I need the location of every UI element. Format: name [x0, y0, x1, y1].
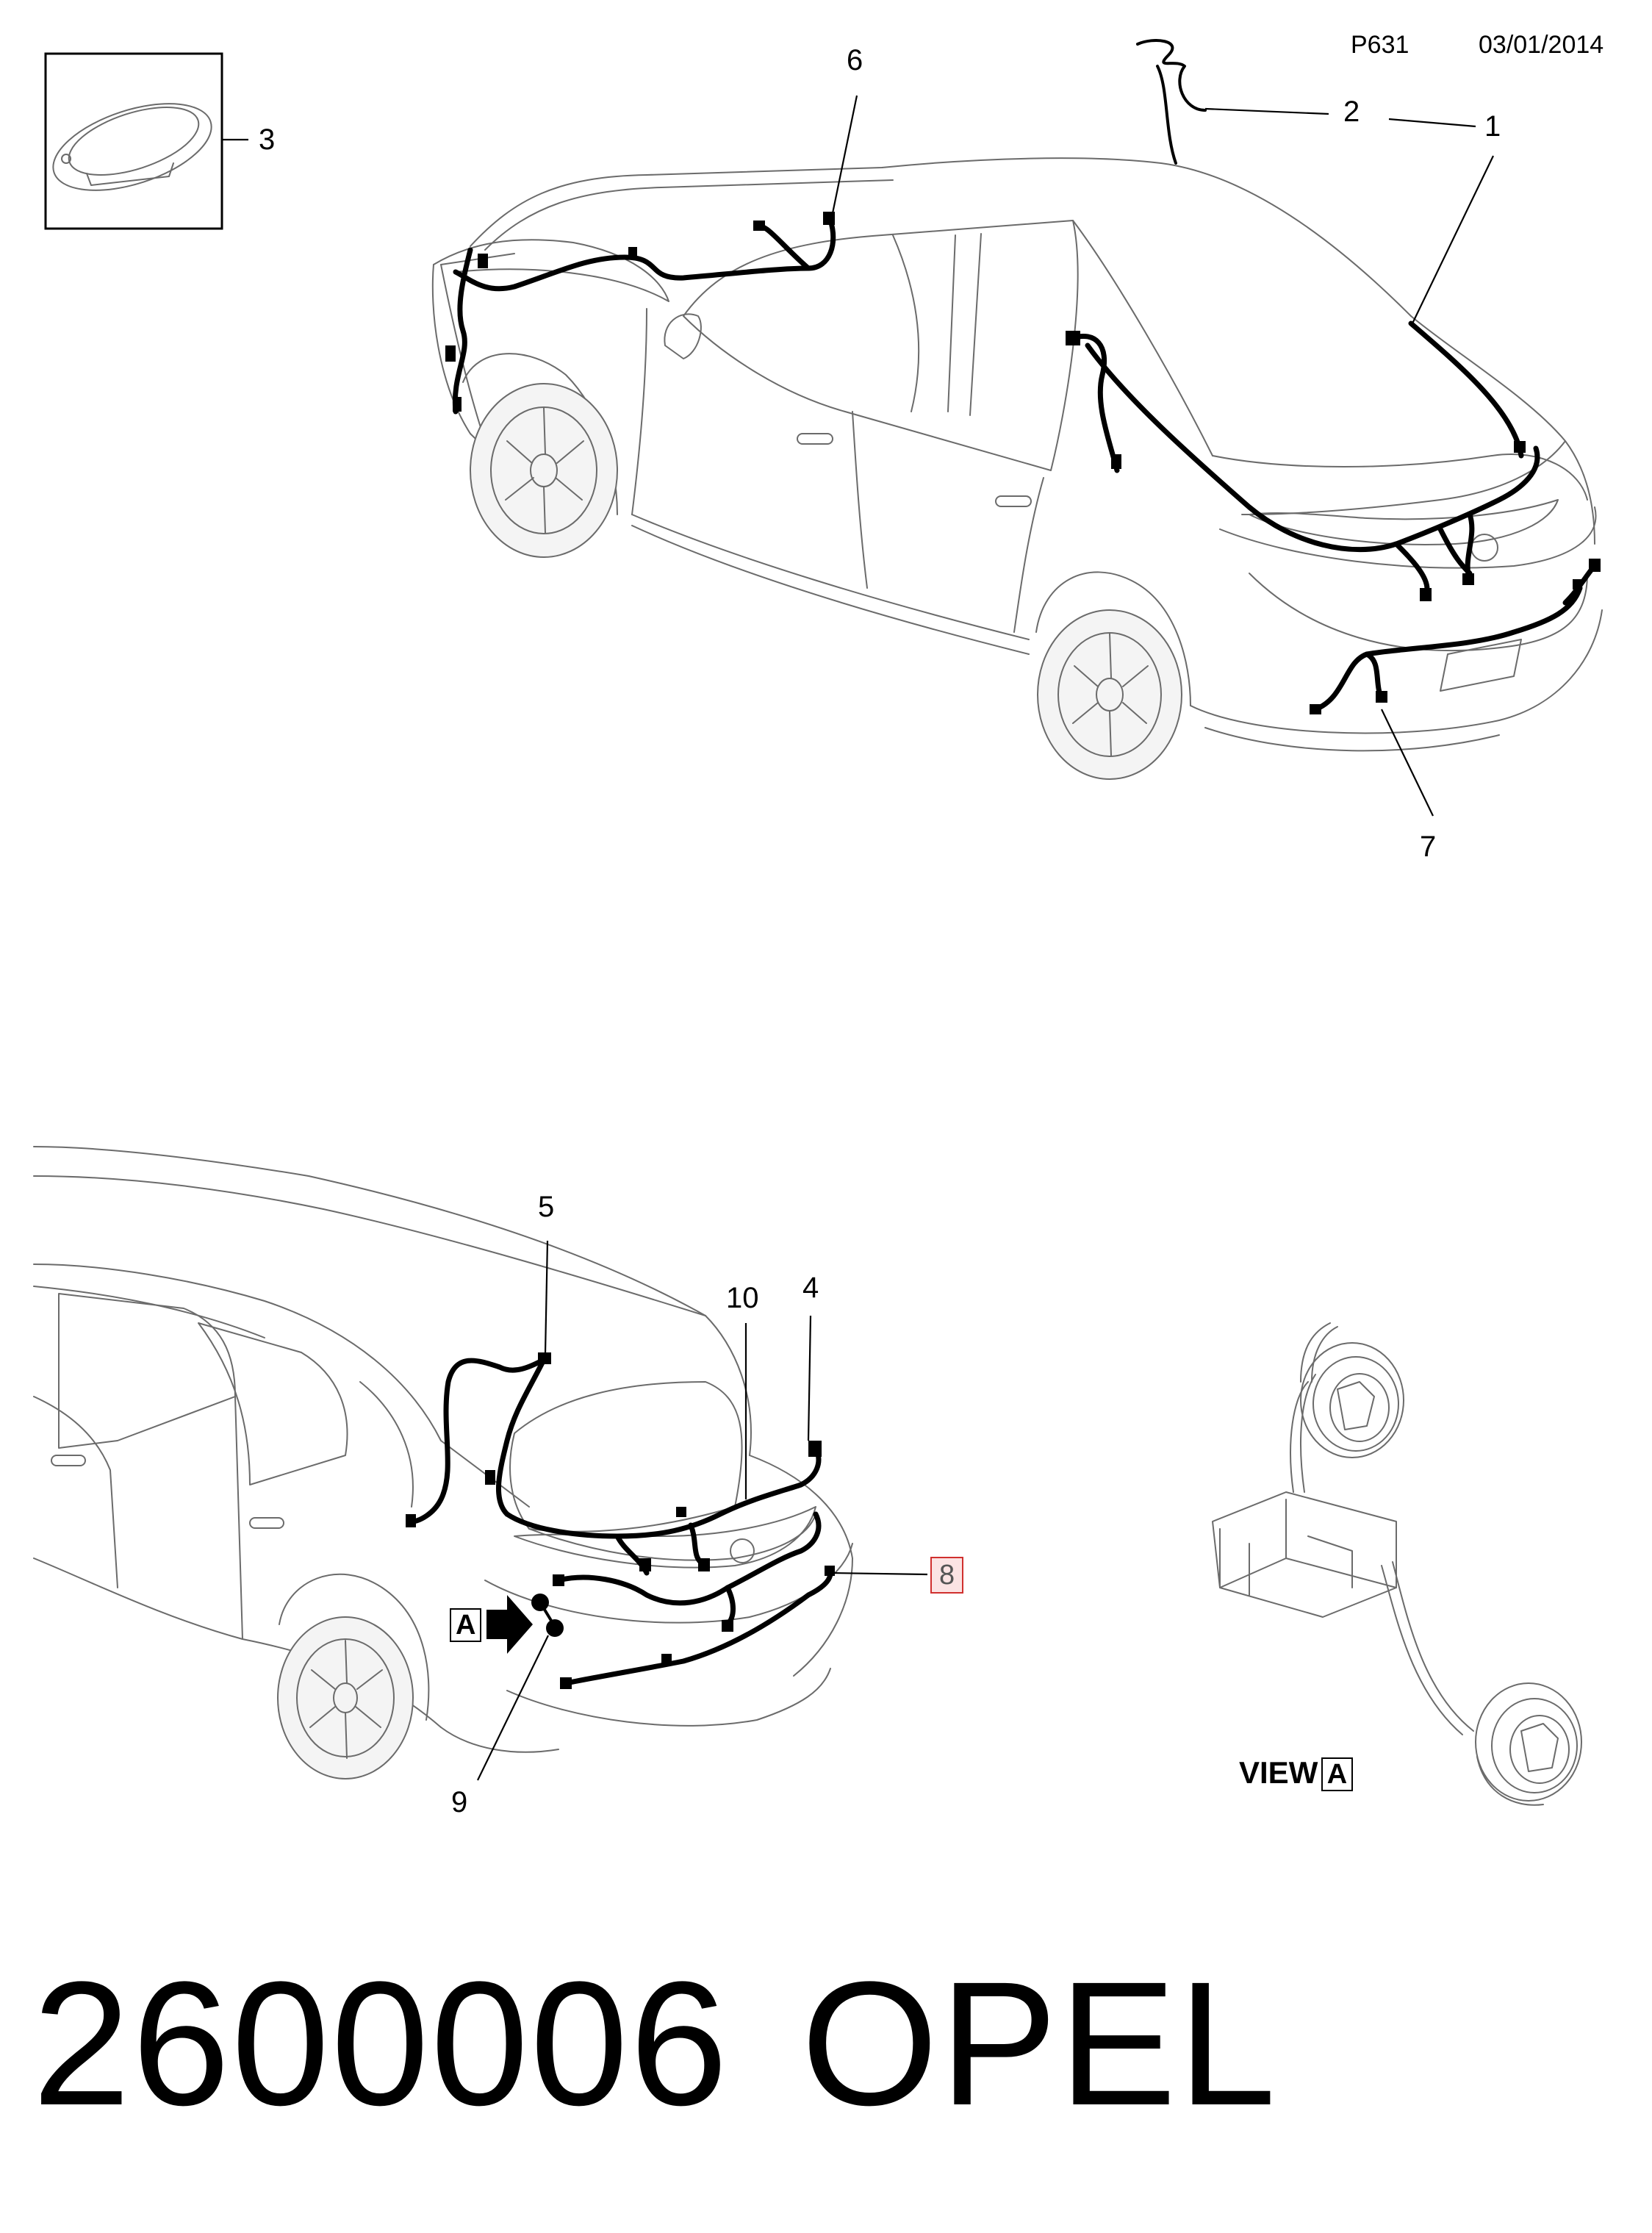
wire-part-2 [1136, 39, 1476, 165]
callout-8-highlighted: 8 [930, 1557, 964, 1594]
revision-date: 03/01/2014 [1479, 31, 1604, 59]
brand-name: OPEL [801, 1945, 1278, 2142]
view-a-arrow-icon [486, 1595, 533, 1654]
wagon-harness-part-10 [504, 1441, 822, 1576]
view-label-text: VIEW [1239, 1755, 1318, 1790]
view-a-marker: A [450, 1608, 482, 1642]
sedan-harness-part-1 [1066, 320, 1540, 601]
wagon-harness-part-5 [406, 1352, 551, 1527]
view-label-letter: A [1321, 1757, 1354, 1791]
sedan-harness-part-6 [445, 212, 836, 415]
callout-2: 2 [1343, 96, 1360, 128]
wagon-harness-part-9 [531, 1594, 564, 1637]
view-a-lamp-socket-detail [1212, 1322, 1582, 1806]
callout-7: 7 [1420, 831, 1437, 863]
page-code: P631 [1351, 31, 1409, 59]
wagon-car-illustration [33, 1146, 853, 1779]
grommet-detail-box [44, 52, 248, 230]
callout-3: 3 [259, 123, 276, 156]
wagon-harness-part-8 [553, 1511, 835, 1689]
part-number: 2600006 [32, 1945, 730, 2142]
callout-4: 4 [802, 1272, 819, 1304]
sedan-harness-part-7 [1310, 559, 1601, 714]
callout-5: 5 [538, 1191, 555, 1223]
sedan-car-illustration [431, 157, 1603, 780]
callout-6: 6 [847, 44, 863, 76]
callout-1: 1 [1484, 110, 1501, 143]
callout-9: 9 [451, 1786, 468, 1818]
callout-10: 10 [726, 1282, 759, 1314]
view-a-label: VIEW A [1239, 1755, 1354, 1791]
